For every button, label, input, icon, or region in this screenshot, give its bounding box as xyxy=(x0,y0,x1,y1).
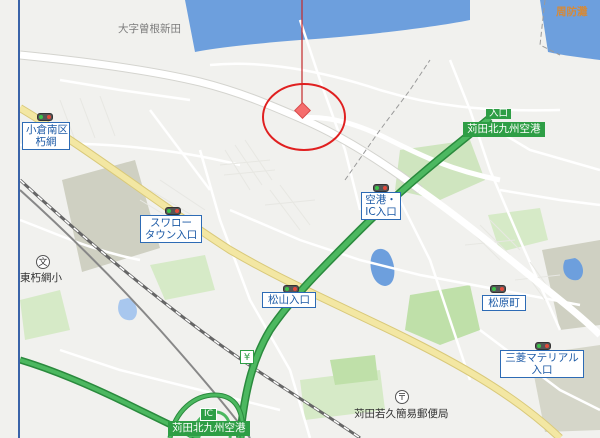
traffic-signal-icon xyxy=(490,285,506,293)
green-area xyxy=(300,370,385,420)
intersection-label-matsuyama[interactable]: 松山入口 xyxy=(262,292,316,308)
green-area xyxy=(330,355,378,385)
label-line: 三菱マテリアル xyxy=(505,352,579,364)
label-line: タウン入口 xyxy=(144,229,198,241)
expressway[interactable] xyxy=(237,116,492,438)
toll-gate-icon[interactable]: ¥ xyxy=(240,350,254,364)
area-label-sea-partial: 周防灘 xyxy=(556,6,588,18)
traffic-signal-icon xyxy=(373,184,389,192)
poi-label-higashi-kusami[interactable]: 東朽網小 xyxy=(20,272,62,284)
post-office-icon[interactable]: 〒 xyxy=(395,390,409,404)
highway-name-label-bottom[interactable]: 苅田北九州空港 xyxy=(168,421,250,436)
traffic-signal-icon xyxy=(165,207,181,215)
railway-2 xyxy=(19,189,251,438)
facility-block xyxy=(542,240,600,330)
label-line: 松山入口 xyxy=(268,294,310,306)
pond xyxy=(370,248,395,286)
green-area xyxy=(405,285,480,345)
highway-name-label-top[interactable]: 苅田北九州空港 xyxy=(463,122,545,137)
railway-dash xyxy=(19,179,361,438)
traffic-signal-icon xyxy=(37,113,53,121)
green-area xyxy=(20,290,70,340)
intersection-label-matsubara[interactable]: 松原町 xyxy=(482,295,526,311)
intersection-label-swallow[interactable]: スワロー タウン入口 xyxy=(140,215,202,243)
label-line: IC入口 xyxy=(365,206,397,218)
pond xyxy=(118,298,137,321)
coastal-road[interactable] xyxy=(417,187,600,338)
highway-ic-badge[interactable]: IC xyxy=(200,408,217,421)
school-icon[interactable]: 文 xyxy=(36,255,50,269)
label-line: 松原町 xyxy=(488,297,520,309)
poi-label-post-office[interactable]: 苅田若久簡易郵便局 xyxy=(354,408,449,420)
intersection-label-kokura-minami[interactable]: 小倉南区 朽網 xyxy=(22,122,70,150)
label-line: 朽網 xyxy=(35,136,57,148)
coastal-road[interactable] xyxy=(19,51,423,193)
label-line: 小倉南区 xyxy=(26,124,68,136)
sea-area-right xyxy=(540,0,600,60)
highlight-circle xyxy=(262,83,346,151)
sea-area xyxy=(185,0,470,52)
green-area xyxy=(150,255,215,300)
label-line: スワロー xyxy=(150,217,192,229)
area-label-oaza: 大字曽根新田 xyxy=(118,23,181,35)
intersection-label-mitsubishi[interactable]: 三菱マテリアル 入口 xyxy=(500,350,584,378)
interchange-loop[interactable] xyxy=(168,393,245,438)
highway-entrance-badge[interactable]: 入口 xyxy=(486,109,512,119)
label-line: 入口 xyxy=(531,364,553,376)
intersection-label-airport-ic[interactable]: 空港・ IC入口 xyxy=(361,192,401,220)
access-road[interactable] xyxy=(299,114,501,183)
boundary-line xyxy=(344,59,431,181)
trunk-road[interactable] xyxy=(18,105,563,438)
label-line: 空港・ xyxy=(365,194,397,206)
boundary-line xyxy=(539,0,561,56)
location-marker[interactable] xyxy=(294,102,311,119)
pond xyxy=(563,258,584,281)
traffic-signal-icon xyxy=(535,342,551,350)
